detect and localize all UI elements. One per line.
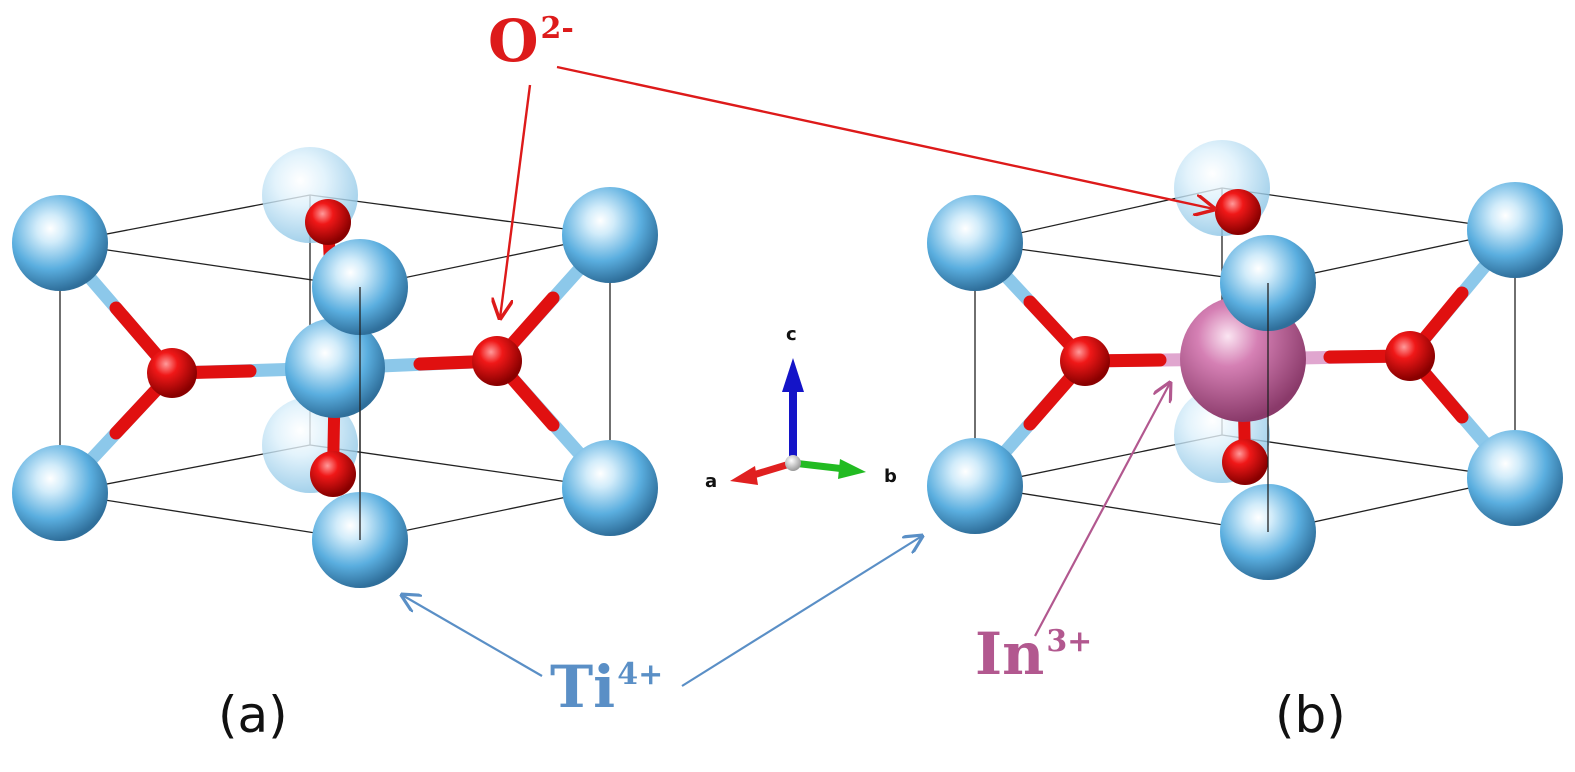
panel-label-b: (b): [1275, 686, 1346, 744]
indium-ion-label: In3+: [975, 625, 1092, 683]
annotation-arrows: [402, 65, 1214, 687]
titanium-ion-label: Ti4+: [550, 658, 663, 716]
unit-cell-b: [927, 140, 1563, 580]
ti-atom-corner-4-a: [562, 440, 658, 536]
o-atom-bottom-b: [1222, 439, 1268, 485]
o-atom-left-a: [147, 348, 197, 398]
indium-charge: 3+: [1046, 624, 1093, 659]
ti-atom-corner-2-b: [1467, 182, 1563, 278]
axis-b-shaft: [792, 459, 846, 473]
ti-arrow-to-b: [681, 536, 922, 687]
axis-a-arrowhead: [730, 466, 758, 485]
o-atom-top-a: [305, 199, 351, 245]
ti-atom-corner-4-b: [1467, 430, 1563, 526]
in-arrow-to-b: [1034, 383, 1170, 637]
o-atom-right-a: [472, 336, 522, 386]
axis-label-c: c: [786, 324, 797, 345]
ti-atom-corner-1-b: [927, 195, 1023, 291]
ti-atom-corner-1-a: [12, 195, 108, 291]
ti-arrow-to-a: [402, 595, 543, 677]
axis-c-arrowhead: [782, 358, 804, 392]
o-atom-left-b: [1060, 336, 1110, 386]
titanium-symbol: Ti: [550, 653, 616, 721]
unit-cell-a: [12, 147, 658, 588]
axis-b-arrowhead: [838, 459, 866, 479]
titanium-charge: 4+: [617, 657, 664, 692]
o-atom-bottom-a: [310, 451, 356, 497]
indium-symbol: In: [975, 620, 1045, 688]
ti-atom-corner-2-a: [562, 187, 658, 283]
axis-label-b: b: [884, 466, 897, 487]
oxygen-charge: 2-: [540, 11, 574, 46]
oxygen-ion-label: O2-: [488, 12, 574, 70]
o-arrow-to-b: [556, 65, 1214, 209]
ti-atom-corner-3-b: [927, 438, 1023, 534]
axis-label-a: a: [705, 471, 718, 492]
axis-origin: [785, 455, 801, 471]
panel-label-a: (a): [218, 686, 288, 744]
o-atom-top-b: [1215, 189, 1261, 235]
o-arrow-to-a: [500, 84, 532, 318]
o-atom-right-b: [1385, 331, 1435, 381]
axis-triad: [730, 358, 866, 485]
ti-atom-corner-3-a: [12, 445, 108, 541]
oxygen-symbol: O: [488, 7, 539, 75]
